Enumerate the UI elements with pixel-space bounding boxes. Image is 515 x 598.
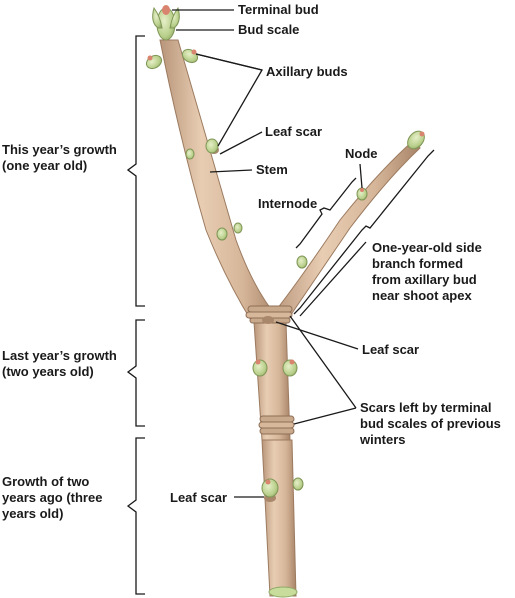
label-side-branch-line4: near shoot apex	[372, 288, 472, 303]
leader-leaf-scar-top	[219, 131, 263, 155]
label-last-year-growth: Last year’s growth (two years old)	[2, 348, 117, 380]
label-bud-scale-scars-line1: Scars left by terminal	[360, 400, 492, 415]
bracket-two-years-ago	[126, 437, 145, 595]
label-two-years-ago-growth: Growth of two years ago (three years old…	[2, 474, 102, 522]
stem-side-branch	[269, 139, 421, 323]
stem-three-years-old	[261, 439, 297, 597]
leader-scars-2	[293, 407, 357, 425]
label-side-branch-line1: One-year-old side	[372, 240, 482, 255]
label-bud-scale-scars-line2: bud scales of previous	[360, 416, 501, 431]
label-this-year-growth: This year’s growth (one year old)	[2, 142, 117, 174]
internode-bracket	[295, 177, 357, 249]
label-internode: Internode	[258, 196, 318, 211]
label-bud-scale-scars-line3: winters	[360, 432, 406, 447]
label-this-year-line1: This year’s growth	[2, 142, 117, 157]
leader-side-branch	[299, 241, 367, 317]
side-branch-basal-bud	[296, 255, 308, 269]
label-last-year-line1: Last year’s growth	[2, 348, 117, 363]
label-stem: Stem	[256, 162, 288, 177]
label-bud-scale-scars: Scars left by terminal bud scales of pre…	[360, 400, 501, 448]
leader-axillary-buds-2	[195, 53, 263, 71]
side-branch-bracket	[293, 149, 435, 315]
stem-cut-end	[268, 586, 298, 598]
label-axillary-buds: Axillary buds	[266, 64, 348, 79]
leader-node	[359, 163, 363, 189]
label-this-year-line2: (one year old)	[2, 158, 88, 173]
leader-leaf-scar-middle	[275, 321, 359, 350]
axillary-bud-two-years	[252, 359, 298, 377]
terminal-bud	[152, 5, 180, 41]
bracket-last-year	[126, 319, 145, 427]
axillary-bud-three-years	[261, 477, 304, 498]
axillary-bud-small	[185, 148, 195, 160]
label-side-branch-line3: from axillary bud	[372, 272, 477, 287]
label-last-year-line2: (two years old)	[2, 364, 94, 379]
leader-stem	[209, 169, 253, 173]
label-side-branch-line2: branch formed	[372, 256, 464, 271]
label-terminal-bud: Terminal bud	[238, 2, 319, 17]
side-branch-terminal-bud	[407, 130, 425, 150]
label-two-years-ago-line1: Growth of two	[2, 474, 90, 489]
side-branch-node-bud	[356, 187, 368, 201]
stem-one-year-old	[159, 39, 279, 323]
label-bud-scale: Bud scale	[238, 22, 300, 37]
axillary-bud-right	[181, 48, 199, 64]
leaf-scar-middle	[262, 316, 274, 324]
label-leaf-scar-bottom: Leaf scar	[170, 490, 228, 505]
label-two-years-ago-line2: years ago (three	[2, 490, 103, 505]
label-side-branch: One-year-old side branch formed from axi…	[372, 240, 482, 304]
label-leaf-scar-middle: Leaf scar	[362, 342, 420, 357]
label-leaf-scar-top: Leaf scar	[265, 124, 323, 139]
axillary-bud-left	[145, 54, 163, 70]
axillary-bud-stem	[216, 222, 243, 241]
leader-scars-1	[289, 315, 357, 409]
label-two-years-ago-line3: years old)	[2, 506, 64, 521]
bracket-this-year	[126, 35, 145, 307]
bud-scale-scars-lower	[258, 415, 295, 435]
label-node: Node	[345, 146, 378, 161]
axillary-bud-leaf-scar	[205, 138, 219, 154]
